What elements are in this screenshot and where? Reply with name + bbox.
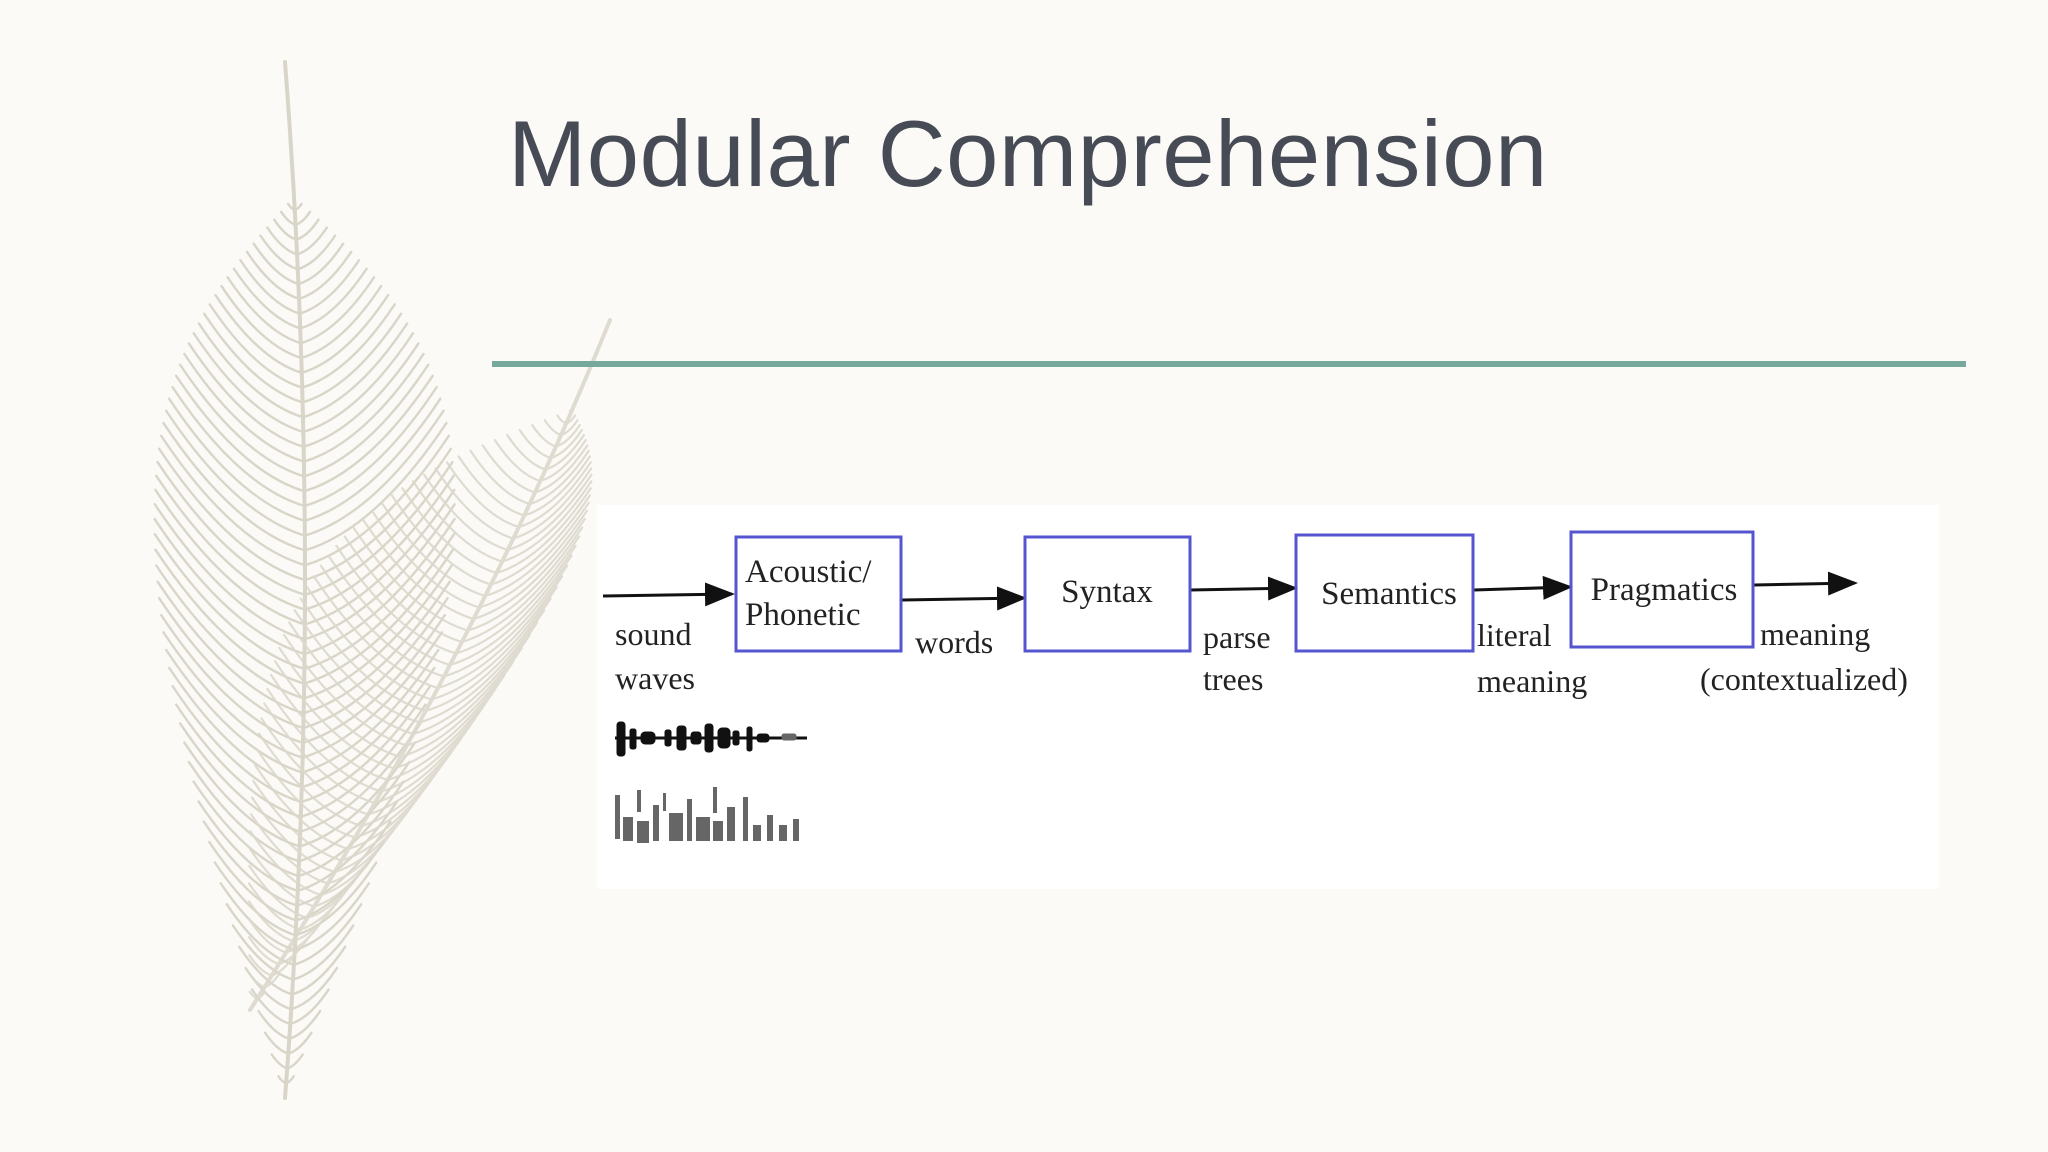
label-words: words <box>915 624 993 660</box>
label-sound: sound <box>615 616 691 652</box>
acoustic-box-label-2: Phonetic <box>745 597 860 633</box>
title-divider <box>492 361 1966 367</box>
label-contextualized: (contextualized) <box>1700 661 1908 697</box>
label-waves: waves <box>615 660 695 696</box>
acoustic-box-label-1: Acoustic/ <box>745 554 872 590</box>
spectrogram-icon <box>615 787 799 843</box>
semantics-box <box>1294 533 1475 653</box>
arrow-acoustic-syntax <box>901 586 1027 611</box>
arrow-syntax-semantics <box>1189 576 1298 601</box>
page-title: Modular Comprehension <box>508 101 1548 206</box>
label-literal: literal <box>1477 617 1552 653</box>
pragmatics-box-label: Pragmatics <box>1591 572 1738 608</box>
semantics-box-label: Semantics <box>1321 576 1457 612</box>
syntax-box-label: Syntax <box>1061 574 1153 610</box>
waveform-icon <box>615 721 807 757</box>
syntax-box <box>1023 535 1192 653</box>
label-parse: parse <box>1203 619 1271 655</box>
arrow-input <box>602 582 735 607</box>
label-trees: trees <box>1203 661 1263 697</box>
pragmatics-box <box>1569 530 1755 649</box>
feather-icon <box>153 60 612 1100</box>
arrow-semantics-pragmatics <box>1473 575 1573 600</box>
arrow-output <box>1753 571 1858 596</box>
label-output-meaning: meaning <box>1760 616 1870 652</box>
label-meaning: meaning <box>1477 663 1587 699</box>
acoustic-phonetic-box <box>734 535 903 653</box>
pipeline-diagram: Acoustic/ Phonetic Syntax Semantics Prag… <box>597 505 1939 889</box>
